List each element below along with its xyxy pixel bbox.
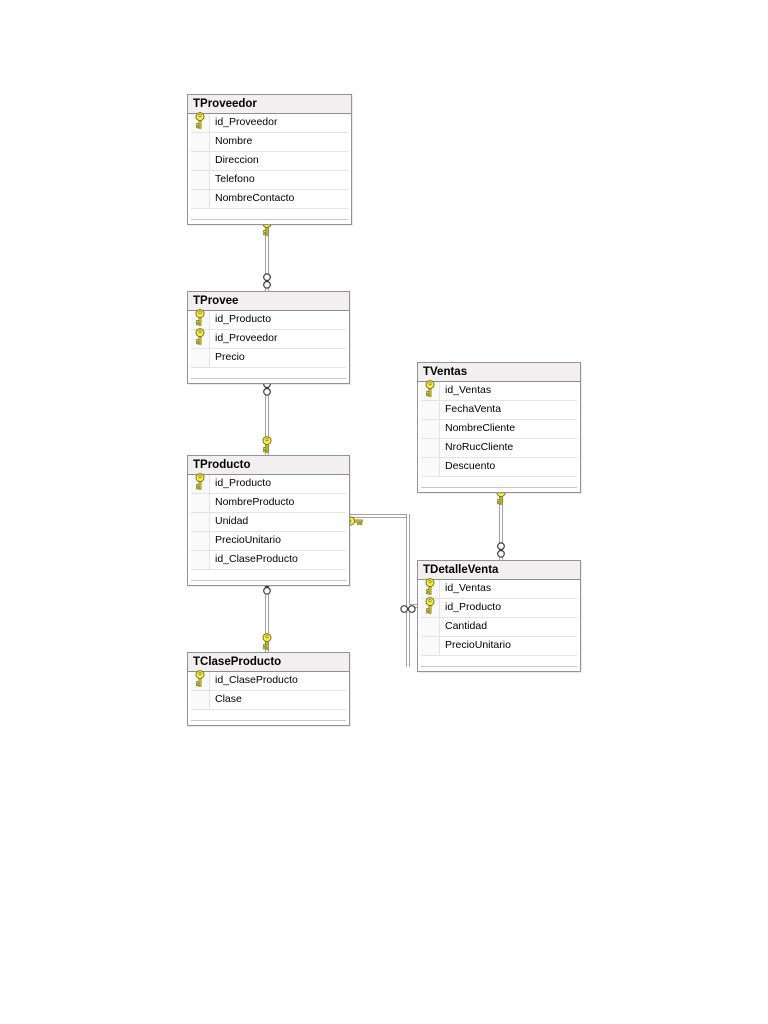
entity-table-tdetalleventa: TDetalleVenta id_Ventas id_Producto Cant… — [417, 560, 581, 672]
table-row: Descuento — [421, 458, 577, 477]
field-name: id_Ventas — [445, 582, 492, 594]
field-name: Telefono — [215, 173, 255, 185]
table-row: PrecioUnitario — [421, 637, 577, 656]
table-row: Nombre — [191, 133, 348, 152]
table-row: id_Ventas — [421, 578, 577, 600]
field-name: Cantidad — [445, 620, 488, 632]
table-row: Unidad — [191, 513, 346, 532]
empty-row — [421, 656, 577, 667]
many-end-infinity-icon — [496, 542, 506, 563]
relationship-line-ventas-detalleventa — [499, 486, 503, 560]
field-name: id_Ventas — [445, 384, 492, 396]
field-name: id_ClaseProducto — [215, 674, 298, 686]
table-title: TProvee — [188, 292, 349, 311]
many-end-infinity-icon — [262, 380, 272, 401]
field-name: id_Producto — [215, 313, 272, 325]
table-row: Telefono — [191, 171, 348, 190]
table-row: id_Producto — [191, 309, 346, 331]
primary-key-icon — [424, 380, 436, 402]
empty-row — [191, 209, 348, 220]
field-name: PrecioUnitario — [445, 639, 511, 651]
relationship-line-producto-detalleventa-vertical — [406, 514, 410, 667]
one-end-key-icon — [261, 633, 273, 655]
primary-key-icon — [194, 328, 206, 350]
table-row: id_Producto — [421, 597, 577, 619]
field-name: Direccion — [215, 154, 259, 166]
table-row: id_Proveedor — [191, 112, 348, 134]
empty-row — [191, 570, 346, 581]
field-name: id_Proveedor — [215, 116, 278, 128]
primary-key-icon — [194, 112, 206, 134]
table-row: Direccion — [191, 152, 348, 171]
many-end-infinity-icon — [400, 601, 416, 619]
entity-table-tproducto: TProducto id_Producto NombreProducto Uni… — [187, 455, 350, 586]
field-name: Unidad — [215, 515, 249, 527]
field-name: Clase — [215, 693, 242, 705]
table-row: Cantidad — [421, 618, 577, 637]
entity-table-tclaseproducto: TClaseProducto id_ClaseProducto Clase — [187, 652, 350, 726]
table-row: PrecioUnitario — [191, 532, 346, 551]
field-name: id_Producto — [445, 601, 502, 613]
table-row: Precio — [191, 349, 346, 368]
field-name: NroRucCliente — [445, 441, 514, 453]
entity-table-tproveedor: TProveedor id_Proveedor Nombre Direccion… — [187, 94, 352, 225]
table-row: NombreContacto — [191, 190, 348, 209]
relationship-line-producto-detalleventa-horizontal — [350, 514, 409, 518]
relationship-line-proveedor-provee — [265, 217, 269, 291]
relationship-line-producto-provee — [265, 379, 269, 455]
table-title: TClaseProducto — [188, 653, 349, 672]
field-name: NombreProducto — [215, 496, 295, 508]
table-row: id_Ventas — [421, 380, 577, 402]
field-name: PrecioUnitario — [215, 534, 281, 546]
field-name: id_ClaseProducto — [215, 553, 298, 565]
table-row: id_Producto — [191, 473, 346, 495]
table-row: id_ClaseProducto — [191, 551, 346, 570]
relationship-line-claseproducto-producto — [265, 578, 269, 652]
field-name: id_Proveedor — [215, 332, 278, 344]
primary-key-icon — [194, 309, 206, 331]
field-name: Nombre — [215, 135, 253, 147]
table-title: TDetalleVenta — [418, 561, 580, 580]
table-row: FechaVenta — [421, 401, 577, 420]
field-name: Descuento — [445, 460, 496, 472]
one-end-key-icon — [261, 436, 273, 458]
entity-table-tventas: TVentas id_Ventas FechaVenta NombreClien… — [417, 362, 581, 493]
primary-key-icon — [424, 597, 436, 619]
many-end-infinity-icon — [262, 273, 272, 294]
table-title: TProducto — [188, 456, 349, 475]
primary-key-icon — [424, 578, 436, 600]
table-row: Clase — [191, 691, 346, 710]
primary-key-icon — [194, 670, 206, 692]
field-name: id_Producto — [215, 477, 272, 489]
table-title: TVentas — [418, 363, 580, 382]
empty-row — [191, 710, 346, 721]
empty-row — [421, 477, 577, 488]
field-name: Precio — [215, 351, 245, 363]
field-name: NombreContacto — [215, 192, 295, 204]
table-row: id_ClaseProducto — [191, 670, 346, 692]
table-title: TProveedor — [188, 95, 351, 114]
entity-table-tprovee: TProvee id_Producto id_Proveedor Precio — [187, 291, 350, 384]
table-row: NombreProducto — [191, 494, 346, 513]
primary-key-icon — [194, 473, 206, 495]
field-name: FechaVenta — [445, 403, 502, 415]
empty-row — [191, 368, 346, 379]
table-row: NroRucCliente — [421, 439, 577, 458]
table-row: NombreCliente — [421, 420, 577, 439]
table-row: id_Proveedor — [191, 328, 346, 350]
field-name: NombreCliente — [445, 422, 516, 434]
